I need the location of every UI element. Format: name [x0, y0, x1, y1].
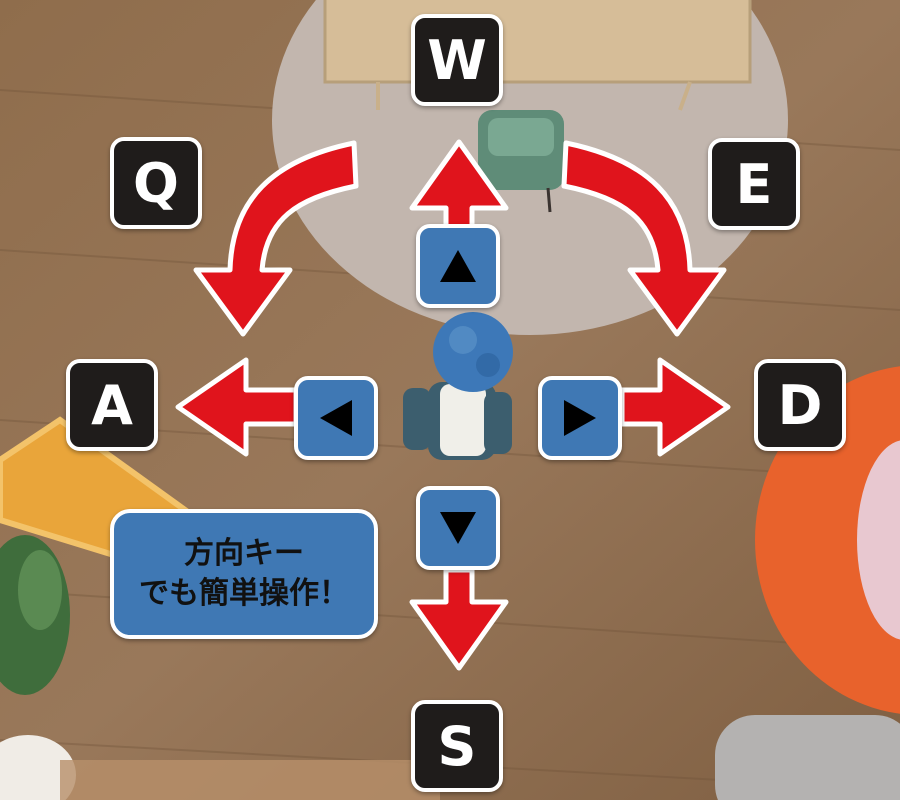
- wall-edge: [60, 760, 440, 800]
- chair-seat: [488, 118, 554, 156]
- left-arrow: [175, 357, 299, 457]
- key-d: D: [754, 359, 846, 451]
- arrow-keys-tip: 方向キー でも簡単操作！: [110, 509, 378, 639]
- tip-line-2: でも簡単操作！: [139, 576, 349, 611]
- key-w: W: [411, 14, 503, 106]
- key-q: Q: [110, 137, 202, 229]
- pink-pouf: [857, 440, 900, 640]
- key-e: E: [708, 138, 800, 230]
- rotate-left-arrow: [193, 140, 359, 337]
- table: [323, 0, 752, 84]
- key-a: A: [66, 359, 158, 451]
- down-triangle-icon: [440, 512, 476, 544]
- chair-leg: [546, 187, 552, 213]
- grey-sofa: [715, 715, 900, 800]
- up-triangle-icon: [440, 250, 476, 282]
- arrow-key-up: [416, 224, 500, 308]
- white-pot: [0, 735, 76, 800]
- tip-line-1: 方向キー: [184, 535, 304, 571]
- left-triangle-icon: [320, 400, 352, 436]
- rotate-right-arrow: [561, 140, 727, 337]
- orange-rug: [755, 366, 900, 714]
- right-arrow: [619, 357, 731, 457]
- green-plant-leaf: [18, 550, 62, 630]
- up-arrow: [409, 139, 509, 231]
- arrow-key-down: [416, 486, 500, 570]
- arrow-key-left: [294, 376, 378, 460]
- down-arrow: [409, 567, 509, 671]
- arrow-key-right: [538, 376, 622, 460]
- table-leg: [678, 81, 692, 111]
- key-s: S: [411, 700, 503, 792]
- right-triangle-icon: [564, 400, 596, 436]
- player-character: [403, 312, 513, 460]
